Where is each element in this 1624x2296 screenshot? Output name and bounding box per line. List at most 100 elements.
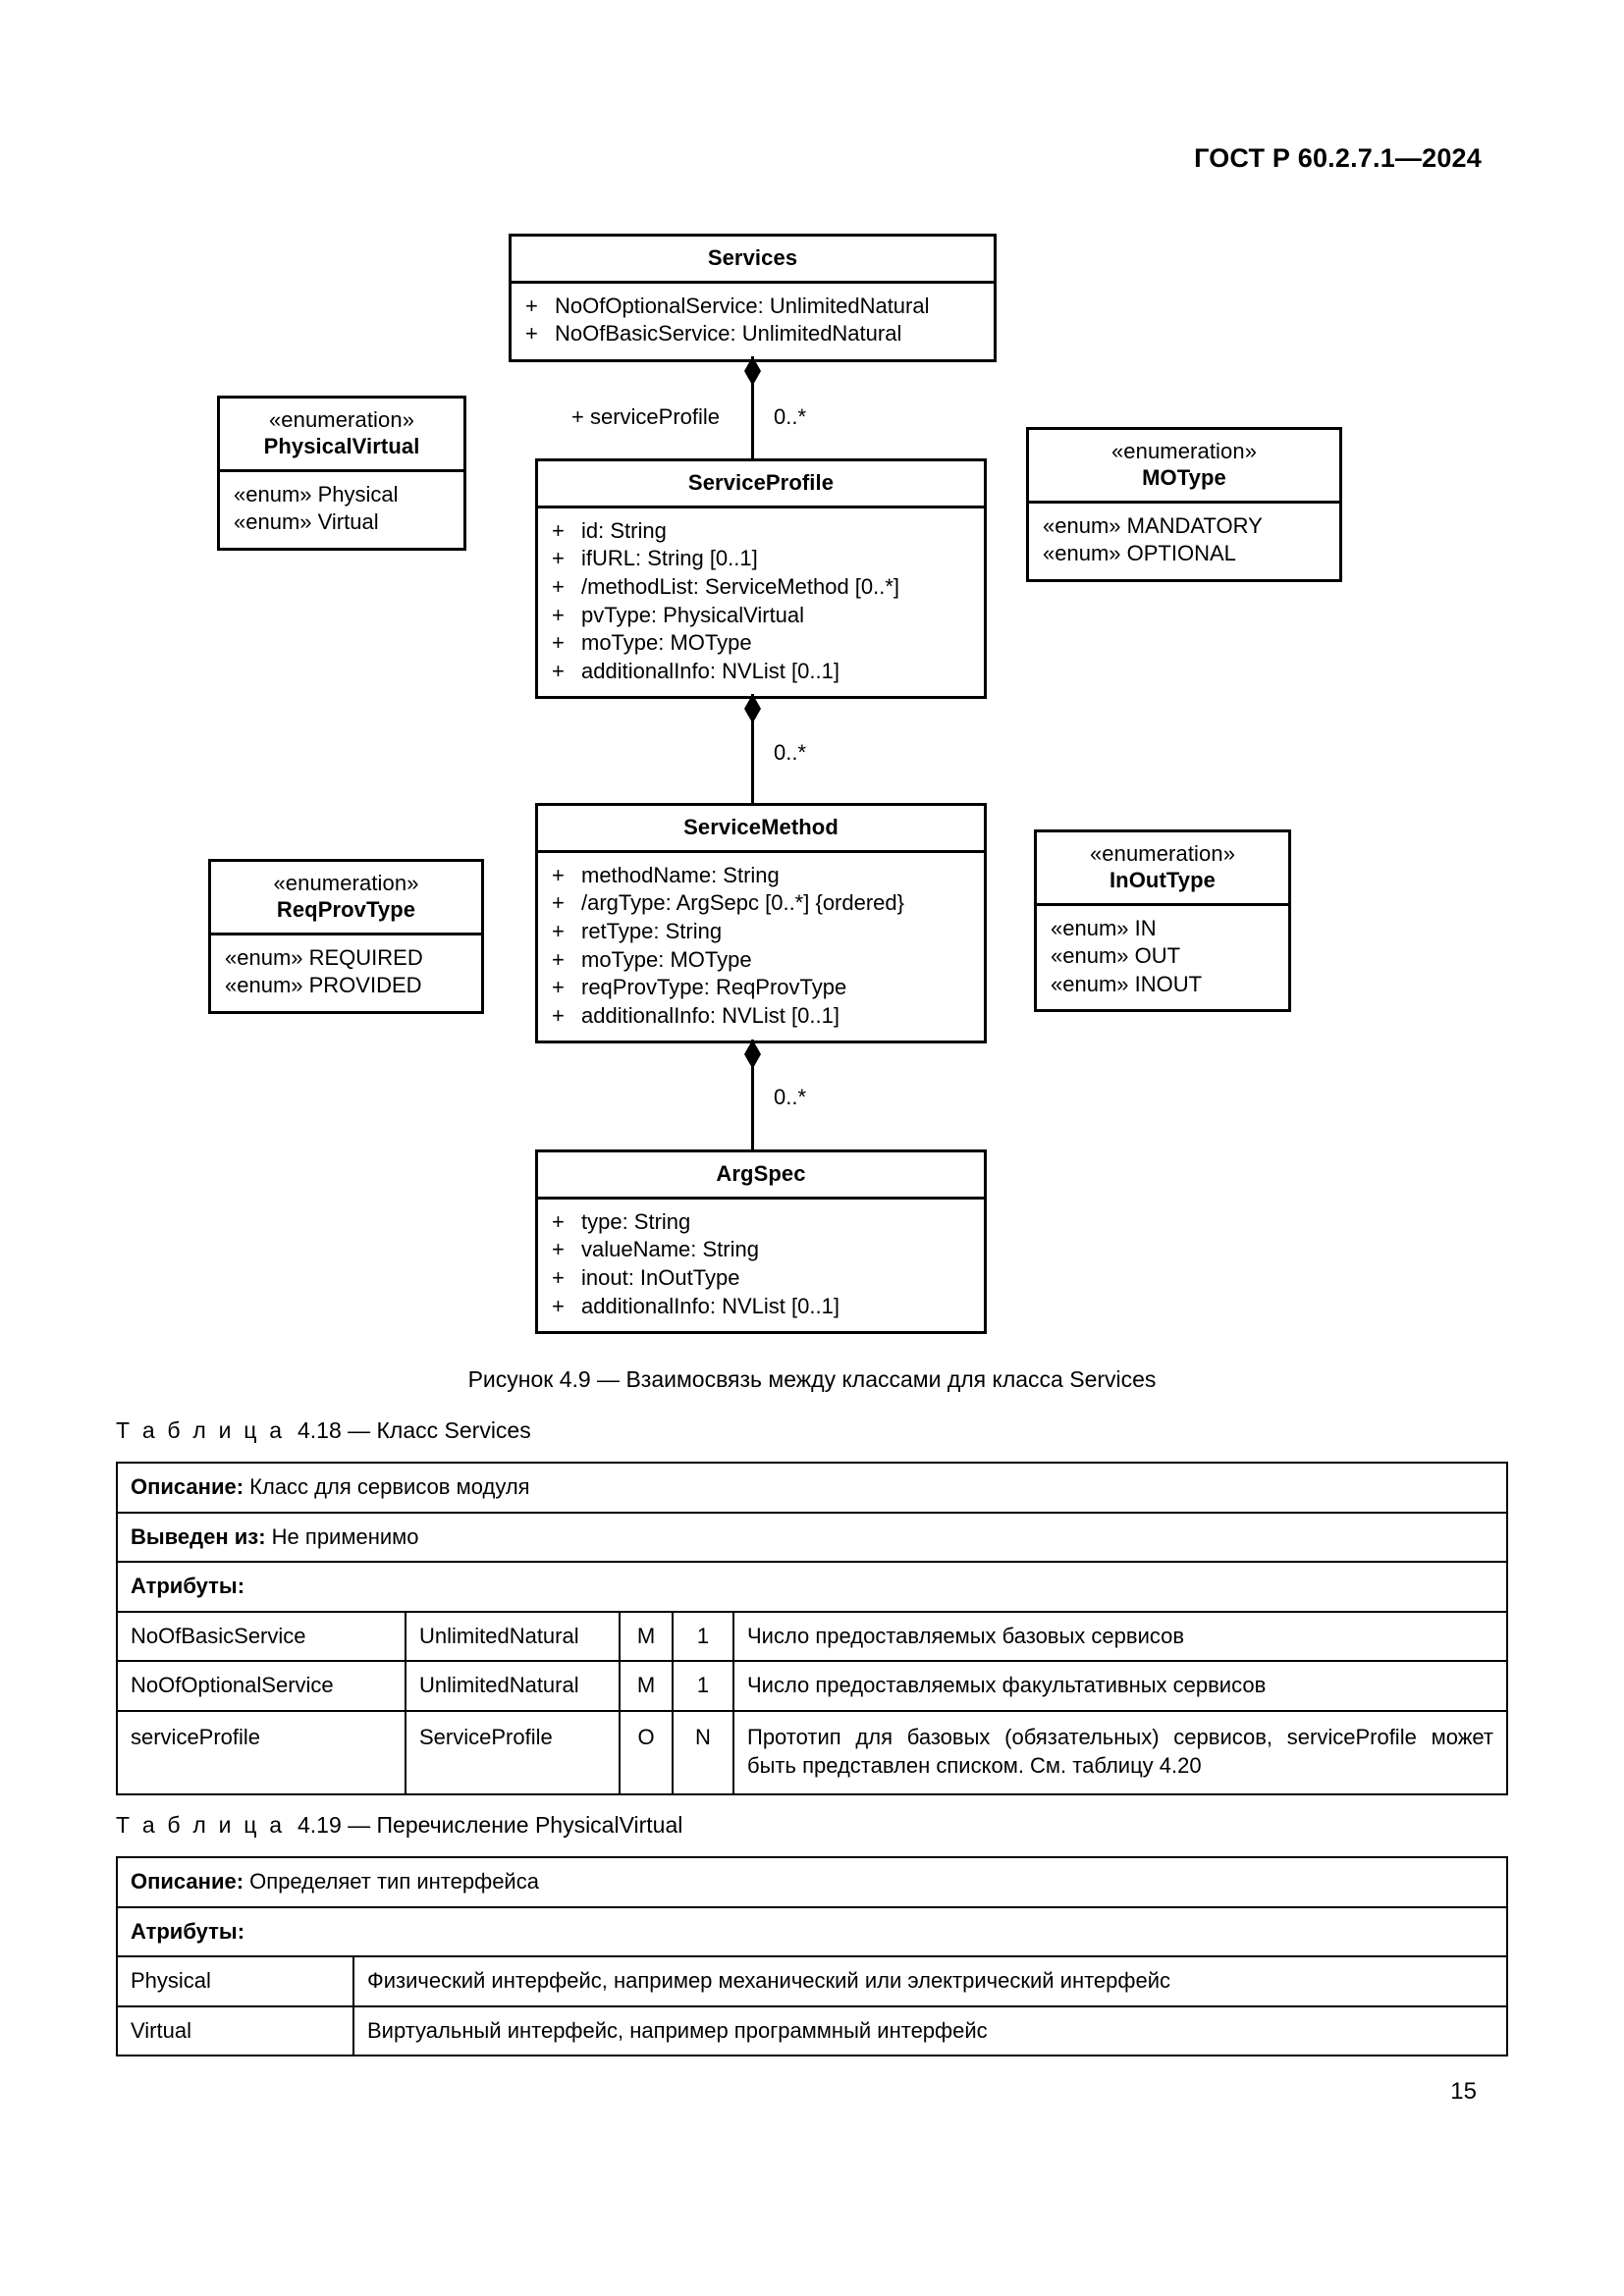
composition-diamond-services — [744, 356, 761, 386]
visibility-marker: + — [552, 1208, 565, 1234]
table-row: Physical Физический интерфейс, например … — [116, 1955, 1508, 2007]
uml-class-argspec-attributes: + type: String + valueName: String + ino… — [538, 1200, 984, 1331]
uml-divider — [1037, 902, 1288, 906]
uml-enum-motype-header: «enumeration» MOType — [1029, 430, 1339, 501]
uml-attribute: + methodName: String — [552, 862, 970, 890]
uml-enum-physicalvirtual-name: PhysicalVirtual — [263, 433, 420, 458]
uml-class-services-attributes: + NoOfOptionalService: UnlimitedNatural … — [512, 284, 994, 359]
table-row: Описание: Класс для сервисов модуля — [116, 1462, 1508, 1514]
attribute-name-cell: NoOfOptionalService — [116, 1660, 406, 1712]
table-418-description-cell: Описание: Класс для сервисов модуля — [116, 1462, 1508, 1514]
enum-literal: «enum» Physical — [234, 481, 399, 507]
uml-attribute: + ifURL: String [0..1] — [552, 545, 970, 573]
uml-attribute: + additionalInfo: NVList [0..1] — [552, 1002, 970, 1031]
uml-attribute: + inout: InOutType — [552, 1264, 970, 1293]
enum-literal: «enum» Virtual — [234, 509, 379, 535]
stereotype-label: «enumeration» — [1089, 841, 1236, 866]
table-418-caption-label: Т а б л и ц а — [116, 1417, 286, 1443]
uml-enum-motype: «enumeration» MOType «enum» MANDATORY «e… — [1026, 427, 1342, 582]
attribute-text: moType: MOType — [581, 946, 752, 972]
enum-literal: «enum» OPTIONAL — [1043, 541, 1236, 566]
attribute-description-cell: Число предоставляемых базовых сервисов — [732, 1610, 1508, 1663]
association-multiplicity-argspec: 0..* — [774, 1085, 807, 1109]
page-number: 15 — [1450, 2078, 1477, 2105]
uml-attribute: + moType: MOType — [552, 946, 970, 975]
visibility-marker: + — [552, 658, 565, 683]
table-419-description-cell: Описание: Определяет тип интерфейса — [116, 1856, 1508, 1908]
uml-attribute: + NoOfOptionalService: UnlimitedNatural — [525, 293, 980, 321]
attribute-text: inout: InOutType — [581, 1265, 740, 1291]
uml-class-serviceprofile: ServiceProfile + id: String + ifURL: Str… — [535, 458, 987, 700]
table-418-caption: Т а б л и ц а 4.18 — Класс Services — [116, 1417, 531, 1444]
uml-class-services-name: Services — [707, 245, 798, 270]
attribute-cardinality-cell: 1 — [672, 1610, 734, 1663]
attribute-cardinality-cell: 1 — [672, 1660, 734, 1712]
uml-enum-reqprovtype-name: ReqProvType — [276, 896, 416, 922]
table-418-class-services: Описание: Класс для сервисов модуля Выве… — [116, 1462, 1508, 1796]
visibility-marker: + — [552, 1293, 565, 1318]
derived-label: Выведен из: — [131, 1523, 266, 1549]
attribute-text: /methodList: ServiceMethod [0..*] — [581, 574, 900, 600]
attribute-text: ifURL: String [0..1] — [581, 546, 758, 571]
uml-enum-reqprovtype-header: «enumeration» ReqProvType — [211, 862, 481, 933]
attribute-text: NoOfOptionalService: UnlimitedNatural — [555, 293, 930, 318]
table-419-caption: Т а б л и ц а 4.19 — Перечисление Physic… — [116, 1812, 682, 1839]
attributes-label: Атрибуты: — [131, 1574, 245, 1599]
table-row: Атрибуты: — [116, 1905, 1508, 1958]
description-label: Описание: — [131, 1474, 244, 1499]
visibility-marker: + — [552, 919, 565, 944]
enum-literal: «enum» MANDATORY — [1043, 512, 1263, 538]
association-line-servicemethod-argspec — [751, 1040, 754, 1149]
composition-diamond-servicemethod — [744, 1040, 761, 1069]
table-row: Выведен из: Не применимо — [116, 1511, 1508, 1564]
uml-enum-physicalvirtual-header: «enumeration» PhysicalVirtual — [220, 399, 463, 469]
visibility-marker: + — [552, 890, 565, 916]
attribute-text: pvType: PhysicalVirtual — [581, 602, 805, 627]
uml-divider — [538, 1196, 984, 1200]
uml-attribute: + /argType: ArgSepc [0..*] {ordered} — [552, 889, 970, 918]
attribute-text: reqProvType: ReqProvType — [581, 975, 847, 1000]
table-418-caption-text: 4.18 — Класс Services — [297, 1417, 531, 1443]
composition-diamond-serviceprofile — [744, 694, 761, 723]
visibility-marker: + — [525, 293, 538, 318]
association-role-serviceprofile: + serviceProfile — [571, 404, 721, 429]
uml-divider — [538, 849, 984, 853]
uml-divider — [538, 505, 984, 508]
attribute-type-cell: UnlimitedNatural — [405, 1660, 621, 1712]
visibility-marker: + — [552, 1237, 565, 1262]
visibility-marker: + — [552, 546, 565, 571]
association-multiplicity-serviceprofile: 0..* — [774, 404, 807, 429]
uml-enum-reqprovtype-literals: «enum» REQUIRED «enum» PROVIDED — [211, 935, 481, 1011]
stereotype-label: «enumeration» — [1110, 439, 1258, 463]
table-418-derived-cell: Выведен из: Не применимо — [116, 1511, 1508, 1564]
uml-enum-inouttype: «enumeration» InOutType «enum» IN «enum»… — [1034, 829, 1291, 1013]
table-row: Virtual Виртуальный интерфейс, например … — [116, 2004, 1508, 2057]
uml-class-servicemethod: ServiceMethod + methodName: String + /ar… — [535, 803, 987, 1044]
uml-attribute: + retType: String — [552, 918, 970, 946]
attribute-text: retType: String — [581, 919, 723, 944]
attribute-text: id: String — [581, 517, 667, 543]
attributes-label: Атрибуты: — [131, 1918, 245, 1944]
visibility-marker: + — [552, 517, 565, 543]
table-419-caption-label: Т а б л и ц а — [116, 1812, 286, 1838]
uml-attribute: + additionalInfo: NVList [0..1] — [552, 658, 970, 686]
visibility-marker: + — [552, 862, 565, 887]
enum-literal: «enum» PROVIDED — [225, 973, 422, 998]
table-419-caption-text: 4.19 — Перечисление PhysicalVirtual — [297, 1812, 683, 1838]
uml-enum-physicalvirtual: «enumeration» PhysicalVirtual «enum» Phy… — [217, 396, 466, 551]
enum-literal: «enum» IN — [1051, 915, 1157, 940]
enum-literal-description-cell: Виртуальный интерфейс, например программ… — [352, 2004, 1508, 2057]
attribute-text: /argType: ArgSepc [0..*] {ordered} — [581, 890, 904, 916]
description-value: Определяет тип интерфейса — [249, 1869, 539, 1894]
document-header-standard-number: ГОСТ Р 60.2.7.1—2024 — [1194, 143, 1482, 173]
table-418-attributes-header-cell: Атрибуты: — [116, 1561, 1508, 1613]
table-row: Описание: Определяет тип интерфейса — [116, 1856, 1508, 1908]
attribute-text: additionalInfo: NVList [0..1] — [581, 1293, 839, 1318]
attribute-text: NoOfBasicService: UnlimitedNatural — [555, 321, 902, 347]
enum-literal-name-cell: Virtual — [116, 2004, 354, 2057]
uml-attribute: + valueName: String — [552, 1236, 970, 1264]
attribute-type-cell: ServiceProfile — [405, 1709, 621, 1796]
association-line-services-serviceprofile — [751, 356, 754, 496]
table-row: NoOfBasicService UnlimitedNatural M 1 Чи… — [116, 1610, 1508, 1663]
uml-attribute: + type: String — [552, 1208, 970, 1237]
